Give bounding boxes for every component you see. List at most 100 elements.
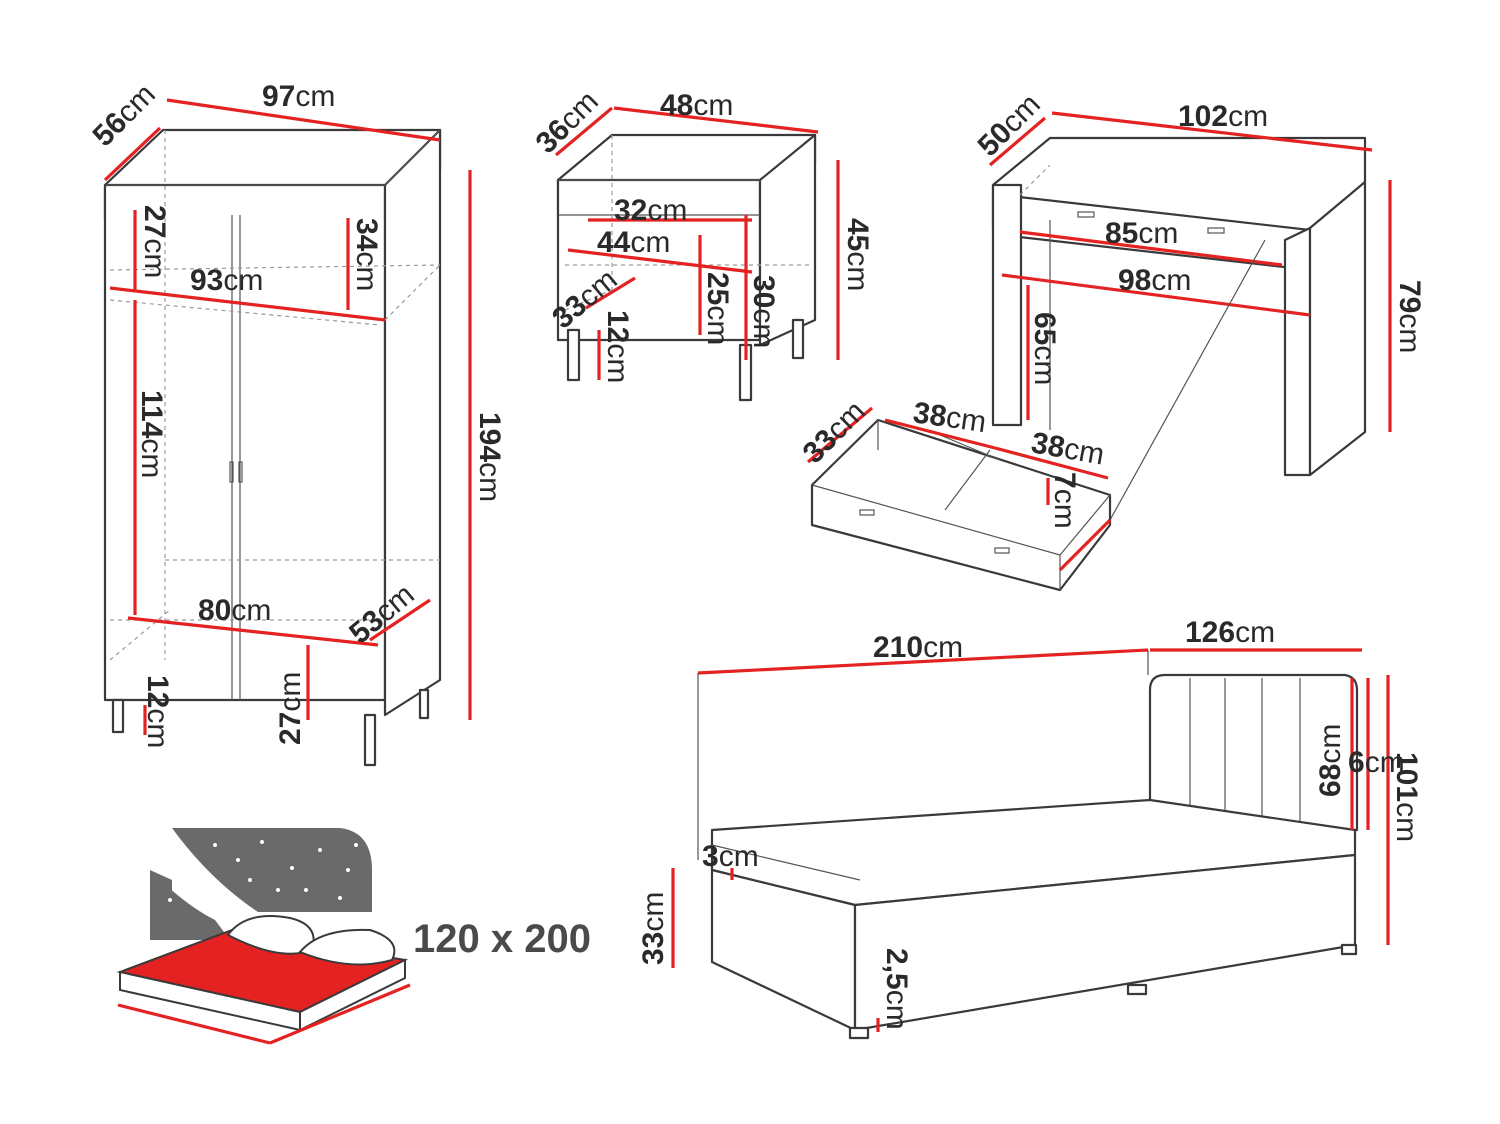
unit-label: cm bbox=[1048, 489, 1081, 529]
unit-label: cm bbox=[944, 401, 988, 439]
bed-frame-height-value: 33 bbox=[637, 932, 670, 965]
svg-text:12cm: 12cm bbox=[601, 310, 634, 383]
svg-text:45cm: 45cm bbox=[841, 218, 874, 291]
svg-text:7cm: 7cm bbox=[1048, 472, 1081, 529]
wardrobe-bottom-width-value: 80 bbox=[198, 594, 231, 627]
unit-label: cm bbox=[473, 462, 506, 502]
wardrobe-top-right-value: 34 bbox=[350, 218, 383, 252]
unit-label: cm bbox=[601, 343, 634, 383]
svg-text:65cm: 65cm bbox=[1028, 312, 1061, 385]
bed-headboard-thickness-value: 6 bbox=[1348, 746, 1365, 779]
svg-text:34cm: 34cm bbox=[350, 218, 383, 291]
svg-text:210cm: 210cm bbox=[873, 631, 963, 664]
desk-inner-width-value: 98 bbox=[1118, 264, 1151, 297]
unit-label: cm bbox=[141, 708, 174, 748]
drawer-left-width-value: 38 bbox=[911, 396, 949, 433]
unit-label: cm bbox=[1062, 432, 1107, 471]
svg-text:2,5cm: 2,5cm bbox=[880, 948, 913, 1030]
unit-label: cm bbox=[295, 80, 335, 113]
bed-size-label: 120 x 200 bbox=[413, 917, 591, 961]
svg-text:44cm: 44cm bbox=[597, 226, 670, 259]
bed-length-value: 210 bbox=[873, 631, 923, 664]
unit-label: cm bbox=[637, 892, 670, 932]
drawer-height-value: 7 bbox=[1048, 472, 1081, 489]
unit-label: cm bbox=[693, 89, 733, 122]
svg-text:114cm: 114cm bbox=[135, 390, 168, 478]
nightstand-width-value: 48 bbox=[660, 89, 693, 122]
desk-drawer-front-value: 85 bbox=[1105, 217, 1138, 250]
svg-text:97cm: 97cm bbox=[262, 80, 335, 113]
unit-label: cm bbox=[223, 264, 263, 297]
nightstand-drawer-width-value: 32 bbox=[614, 194, 647, 227]
svg-text:3cm: 3cm bbox=[702, 840, 759, 873]
svg-text:68cm: 68cm bbox=[1314, 724, 1347, 797]
svg-text:6cm: 6cm bbox=[1348, 746, 1405, 779]
svg-text:25cm: 25cm bbox=[701, 272, 734, 345]
unit-label: cm bbox=[647, 194, 687, 227]
desk-leg-height-value: 65 bbox=[1028, 312, 1061, 345]
svg-text:126cm: 126cm bbox=[1185, 616, 1275, 649]
wardrobe-height-value: 194 bbox=[473, 412, 506, 462]
bed-headboard-width-value: 126 bbox=[1185, 616, 1235, 649]
desk-drawer-drawing: 33cm 38cm 38cm 7cm bbox=[797, 395, 1112, 592]
svg-text:80cm: 80cm bbox=[198, 594, 271, 627]
svg-text:27cm: 27cm bbox=[274, 672, 307, 745]
bed-headboard-height-value: 68 bbox=[1314, 764, 1347, 797]
wardrobe-width-value: 97 bbox=[262, 80, 295, 113]
unit-label: cm bbox=[841, 251, 874, 291]
wardrobe-legs-value: 12 bbox=[141, 675, 174, 708]
svg-text:85cm: 85cm bbox=[1105, 217, 1178, 250]
unit-label: cm bbox=[1228, 100, 1268, 133]
desk-drawing: 50cm 102cm 85cm 98cm 65cm 79cm bbox=[972, 88, 1426, 521]
nightstand-inner-height-b-value: 30 bbox=[747, 275, 780, 308]
svg-text:102cm: 102cm bbox=[1178, 100, 1268, 133]
unit-label: cm bbox=[350, 251, 383, 291]
unit-label: cm bbox=[1235, 616, 1275, 649]
svg-text:48cm: 48cm bbox=[660, 89, 733, 122]
nightstand-height-value: 45 bbox=[841, 218, 874, 251]
unit-label: cm bbox=[747, 308, 780, 348]
unit-label: cm bbox=[1393, 313, 1426, 353]
desk-width-value: 102 bbox=[1178, 100, 1228, 133]
svg-text:101cm: 101cm bbox=[1390, 752, 1423, 842]
svg-text:27cm: 27cm bbox=[138, 205, 171, 278]
drawer-right-width-value: 38 bbox=[1029, 426, 1068, 464]
unit-label: cm bbox=[231, 594, 271, 627]
desk-height-value: 79 bbox=[1393, 280, 1426, 313]
bed-foot-height-value: 2,5 bbox=[880, 948, 913, 990]
svg-text:30cm: 30cm bbox=[747, 275, 780, 348]
svg-text:38cm: 38cm bbox=[911, 396, 988, 439]
svg-text:98cm: 98cm bbox=[1118, 264, 1191, 297]
wardrobe-top-left-value: 27 bbox=[138, 205, 171, 238]
nightstand-drawing: 36cm 48cm 32cm 44cm 33cm 25cm 30cm 45cm … bbox=[530, 85, 874, 402]
svg-text:38cm: 38cm bbox=[1029, 426, 1107, 471]
bed-mattress-lip-value: 3 bbox=[702, 840, 719, 873]
unit-label: cm bbox=[1365, 746, 1405, 779]
wardrobe-middle-value: 114 bbox=[135, 390, 168, 439]
star-icons bbox=[168, 840, 358, 910]
unit-label: cm bbox=[701, 305, 734, 345]
unit-label: cm bbox=[880, 990, 913, 1030]
unit-label: cm bbox=[274, 672, 307, 712]
svg-text:33cm: 33cm bbox=[637, 892, 670, 965]
svg-text:12cm: 12cm bbox=[141, 675, 174, 748]
svg-text:194cm: 194cm bbox=[473, 412, 506, 502]
svg-text:32cm: 32cm bbox=[614, 194, 687, 227]
wardrobe-drawing: 56cm 97cm 93cm 27cm 34cm 114cm 194cm 80c… bbox=[87, 78, 506, 767]
bed-icon: 120 x 200 bbox=[116, 828, 591, 1045]
nightstand-inner-height-a-value: 25 bbox=[701, 272, 734, 305]
unit-label: cm bbox=[1138, 217, 1178, 250]
svg-text:79cm: 79cm bbox=[1393, 280, 1426, 353]
unit-label: cm bbox=[1028, 345, 1061, 385]
unit-label: cm bbox=[923, 631, 963, 664]
bed-total-height-value: 101 bbox=[1390, 752, 1423, 802]
unit-label: cm bbox=[1314, 724, 1347, 764]
unit-label: cm bbox=[138, 238, 171, 278]
unit-label: cm bbox=[135, 438, 168, 478]
nightstand-inner-width-value: 44 bbox=[597, 226, 631, 259]
unit-label: cm bbox=[630, 226, 670, 259]
wardrobe-inner-width-value: 93 bbox=[190, 264, 223, 297]
unit-label: cm bbox=[719, 840, 759, 873]
